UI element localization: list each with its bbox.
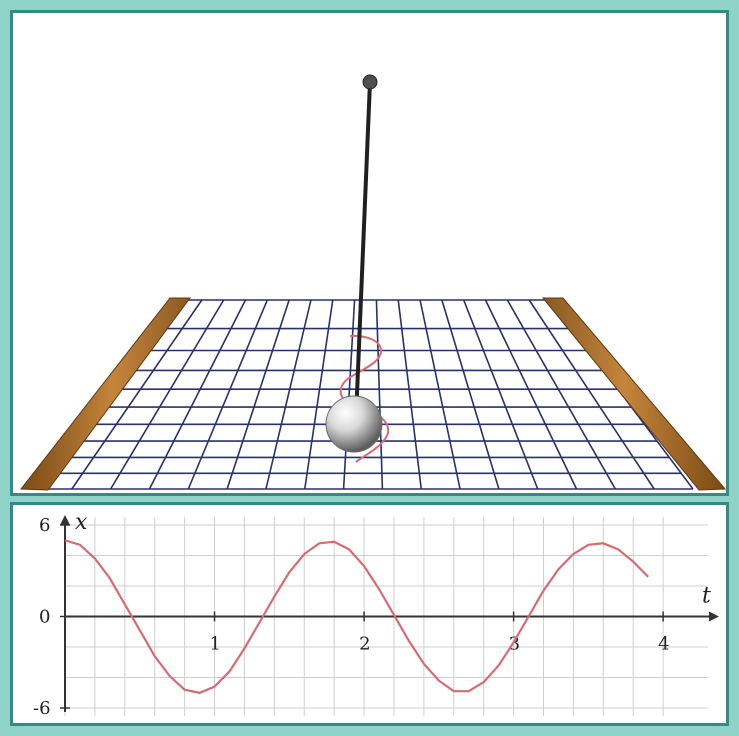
x-axis-tick-label: 2 [359, 634, 370, 655]
y-axis-tick-label: 0 [39, 607, 50, 628]
pendulum-scene [20, 74, 726, 491]
oscillation-line [64, 539, 649, 694]
y-axis-arrow [60, 515, 70, 525]
pendulum-bob [325, 395, 383, 453]
x-axis-tick-label: 1 [210, 634, 221, 655]
right-rail [541, 297, 726, 491]
y-axis-label: x [75, 510, 88, 535]
x-tick-group: 1 2 3 4 [210, 611, 670, 655]
x-axis-arrow [709, 611, 719, 622]
pivot-ball [362, 74, 378, 90]
y-axis-tick-label: 6 [39, 515, 50, 536]
y-axis-tick-label: -6 [33, 698, 51, 719]
x-axis-tick-label: 4 [658, 634, 669, 655]
left-rail [20, 297, 191, 491]
x-axis-label: t [702, 584, 711, 609]
graph-panel: x t 1 2 3 4 6 0 -6 [10, 502, 729, 726]
pendulum-scene-panel [10, 10, 729, 496]
graph-grid [64, 517, 708, 716]
x-axis-tick-label: 3 [509, 634, 520, 655]
pendulum-trace [339, 334, 390, 463]
x-t-graph: x t 1 2 3 4 6 0 -6 [33, 510, 719, 719]
pendulum-string [354, 80, 372, 420]
